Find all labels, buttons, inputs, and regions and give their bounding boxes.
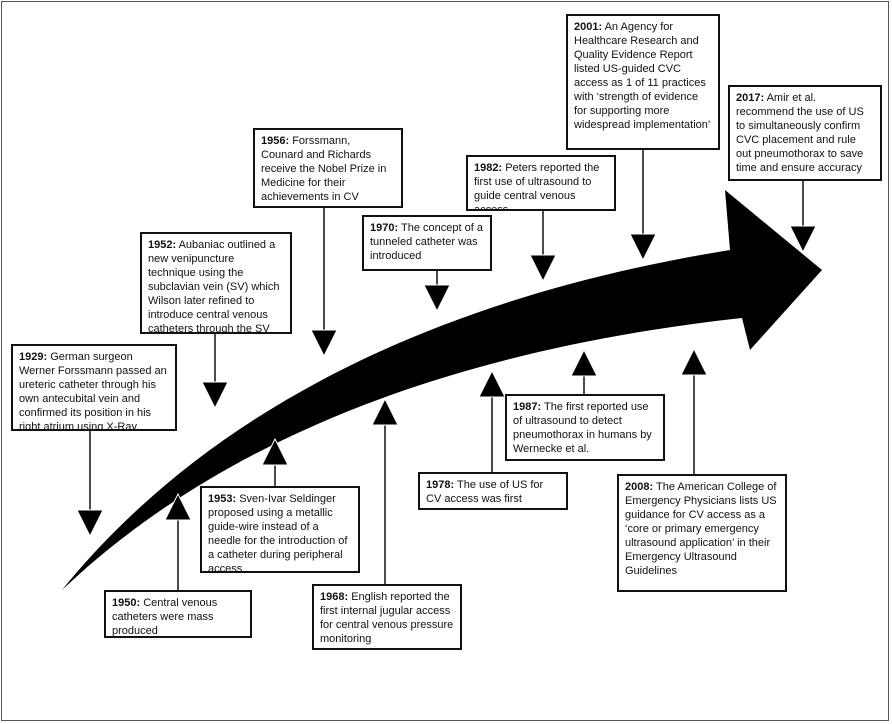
event-1970-year: 1970: xyxy=(370,222,399,234)
event-2017-box: 2017: Amir et al. recommend the use of U… xyxy=(728,85,882,181)
event-1987-text: The first reported use of ultrasound to … xyxy=(513,401,652,455)
event-1952-year: 1952: xyxy=(148,239,177,251)
event-1950-text: Central venous catheters were mass produ… xyxy=(112,597,218,637)
event-2008-box: 2008: The American College of Emergency … xyxy=(617,474,787,592)
marker-1982-triangle xyxy=(529,254,557,283)
event-2001-box: 2001: An Agency for Healthcare Research … xyxy=(566,14,720,150)
marker-1956-triangle xyxy=(310,329,338,358)
event-1970-box: 1970: The concept of a tunneled catheter… xyxy=(362,215,492,271)
marker-1929-triangle xyxy=(76,509,104,538)
marker-1952-triangle xyxy=(201,381,229,410)
event-1929-box: 1929: German surgeon Werner Forssmann pa… xyxy=(11,344,177,431)
event-1929-year: 1929: xyxy=(19,351,48,363)
timeline-arrow xyxy=(62,190,822,590)
event-1956-box: 1956: Forssmann, Counard and Richards re… xyxy=(253,128,403,208)
event-1968-box: 1968: English reported the first interna… xyxy=(312,584,462,650)
event-1968-year: 1968: xyxy=(320,591,349,603)
marker-2008-triangle xyxy=(680,347,708,376)
event-1978-year: 1978: xyxy=(426,479,455,491)
marker-1968-triangle xyxy=(371,397,399,426)
event-1982-text: Peters reported the first use of ultraso… xyxy=(474,162,600,211)
event-1968-text: English reported the first internal jugu… xyxy=(320,591,454,645)
event-1978-box: 1978: The use of US for CV access was fi… xyxy=(418,472,568,510)
event-2001-year: 2001: xyxy=(574,21,603,33)
event-1950-box: 1950: Central venous catheters were mass… xyxy=(104,590,252,638)
marker-1970-triangle xyxy=(423,284,451,313)
marker-2001-triangle xyxy=(629,233,657,262)
event-1956-year: 1956: xyxy=(261,135,290,147)
event-2017-year: 2017: xyxy=(736,92,765,104)
event-1982-box: 1982: Peters reported the first use of u… xyxy=(466,155,616,211)
timeline-markers xyxy=(76,225,817,538)
event-1953-year: 1953: xyxy=(208,493,237,505)
event-2001-text: An Agency for Healthcare Research and Qu… xyxy=(574,21,711,131)
event-1987-box: 1987: The first reported use of ultrasou… xyxy=(505,394,665,461)
event-1952-box: 1952: Aubaniac outlined a new venipunctu… xyxy=(140,232,292,334)
marker-2017-triangle xyxy=(789,225,817,254)
marker-1978-triangle xyxy=(478,369,506,398)
event-1956-text: Forssmann, Counard and Richards receive … xyxy=(261,135,387,206)
event-1929-text: German surgeon Werner Forssmann passed a… xyxy=(19,351,167,431)
event-1970-text: The concept of a tunneled catheter was i… xyxy=(370,222,483,262)
marker-1987-triangle xyxy=(570,348,598,377)
event-2008-text: The American College of Emergency Physic… xyxy=(625,481,777,577)
event-2017-text: Amir et al. recommend the use of US to s… xyxy=(736,92,864,174)
event-1987-year: 1987: xyxy=(513,401,542,413)
marker-1953-triangle xyxy=(261,437,289,466)
event-1953-text: Sven-Ivar Seldinger proposed using a met… xyxy=(208,493,348,573)
marker-1950-triangle xyxy=(164,492,192,521)
event-1982-year: 1982: xyxy=(474,162,503,174)
event-1952-text: Aubaniac outlined a new venipuncture tec… xyxy=(148,239,280,334)
event-1950-year: 1950: xyxy=(112,597,141,609)
event-1953-box: 1953: Sven-Ivar Seldinger proposed using… xyxy=(200,486,360,573)
event-1978-text: The use of US for CV access was first de… xyxy=(426,479,544,508)
event-2008-year: 2008: xyxy=(625,481,654,493)
